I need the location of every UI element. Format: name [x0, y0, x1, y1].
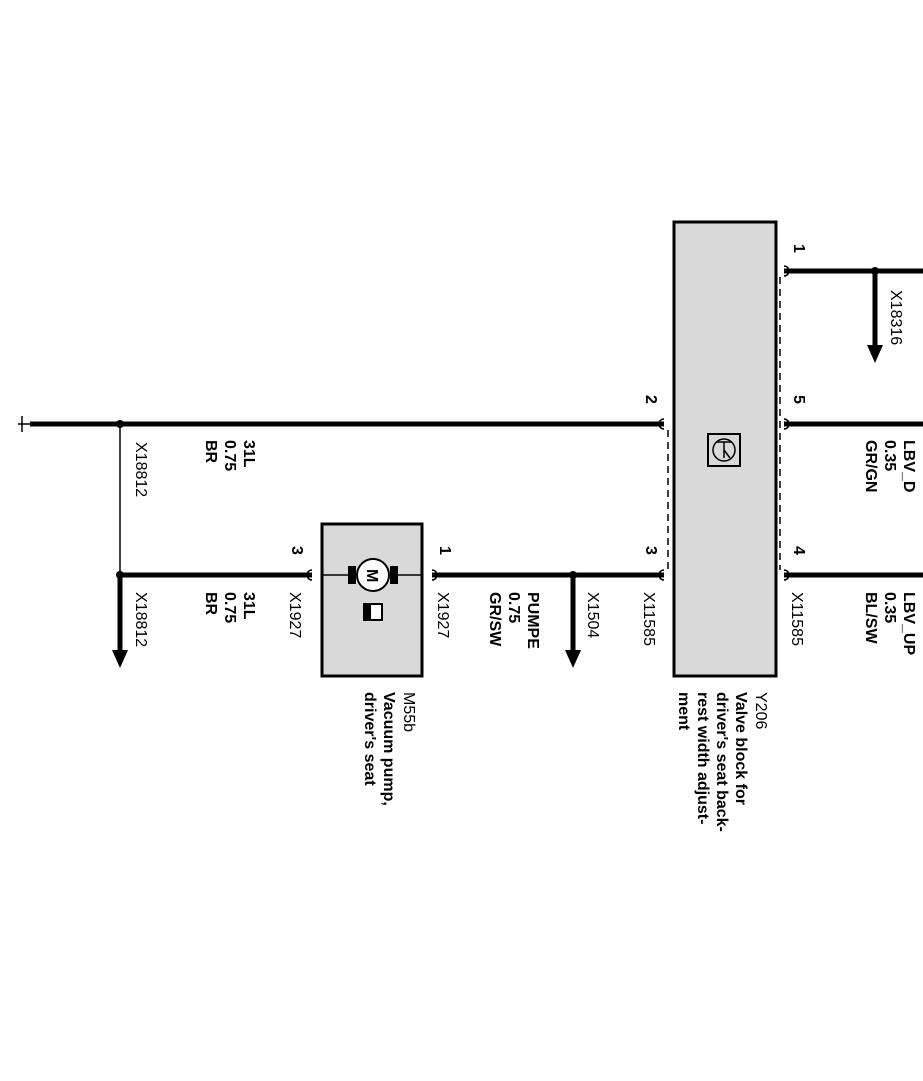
pin-y206-2: 2: [642, 395, 659, 404]
connector-x1504: X1504: [584, 592, 601, 638]
wire-ground-top-size: 0.75: [221, 440, 238, 471]
pin-y206-1: 1: [790, 244, 807, 253]
pin-m55b-1: 1: [436, 546, 453, 555]
ground-icon: [18, 416, 30, 432]
wire-pump-size: 0.75: [505, 592, 522, 623]
component-y206-id: Y206: [752, 692, 769, 729]
wire-ground-top-name: 31L: [240, 440, 257, 468]
component-y206-desc-3: rest width adjust-: [694, 692, 711, 824]
pin-y206-5: 5: [790, 395, 807, 404]
pin-y206-4: 4: [790, 546, 807, 555]
wire-lbv-d-color: GR/GN: [862, 440, 879, 492]
component-y206-desc-2: driver's seat back-: [713, 692, 730, 832]
wire-pump-name: PUMPE: [524, 592, 541, 649]
connector-x18812-top: X18812: [132, 442, 149, 497]
wire-lbv-up-size: 0.35: [881, 592, 898, 623]
wire-lbv-d-name: LBV_D: [900, 440, 917, 492]
pin-y206-3: 3: [642, 546, 659, 555]
vacuum-symbol-icon: [363, 603, 383, 621]
motor-icon: [348, 558, 398, 592]
connector-x1927-right: X1927: [434, 592, 451, 638]
component-m55b-desc-1: Vacuum pump,: [380, 692, 397, 806]
motor-letter: M: [363, 569, 380, 582]
wire-ground-bottom-size: 0.75: [221, 592, 238, 623]
arrow-down-icon: [112, 575, 128, 668]
arrow-down-icon: [565, 575, 581, 668]
wire-lbv-d-size: 0.35: [881, 440, 898, 471]
component-y206-desc-4: ment: [675, 692, 692, 731]
connector-x1927-left: X1927: [286, 592, 303, 638]
wire-ground-bottom-name: 31L: [240, 592, 257, 620]
connector-hooks: [306, 265, 790, 581]
splice-dot-top: [116, 420, 124, 428]
valve-icon: [707, 433, 741, 467]
wire-ground-top-color: BR: [202, 440, 219, 464]
component-y206: [672, 220, 778, 678]
connector-x18316: X18316: [887, 290, 904, 345]
wire-lbv-up-color: BL/SW: [862, 592, 879, 644]
connector-x18812-bottom: X18812: [132, 592, 149, 647]
component-y206-desc-1: Valve block for: [732, 692, 749, 805]
wire-pump-color: GR/SW: [486, 592, 503, 647]
component-m55b: [320, 522, 424, 678]
pin-m55b-3: 3: [288, 546, 305, 555]
connector-x11585-left: X11585: [640, 592, 657, 646]
component-m55b-desc-2: driver's seat: [361, 692, 378, 786]
wire-ground-bottom-color: BR: [202, 592, 219, 616]
connector-x11585-right: X11585: [788, 592, 805, 646]
wire-lbv-up-name: LBV_UP: [900, 592, 917, 655]
arrow-down-icon: [867, 271, 883, 363]
component-m55b-id: M55b: [400, 692, 417, 732]
